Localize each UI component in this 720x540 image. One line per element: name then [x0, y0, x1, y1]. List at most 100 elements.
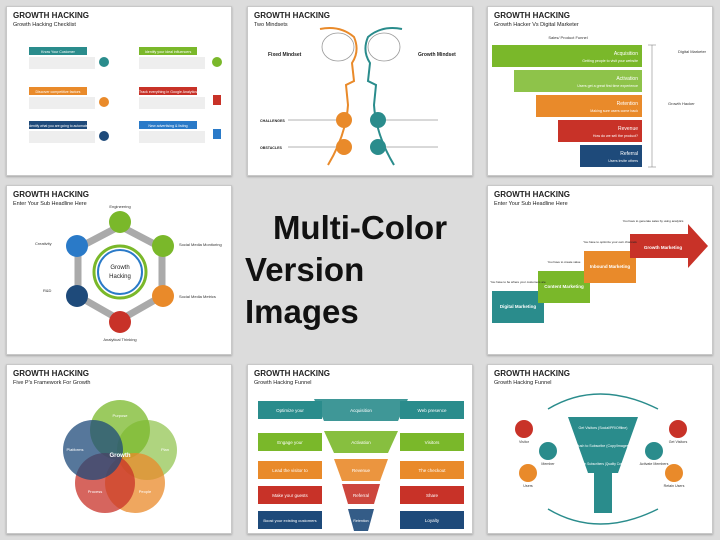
slide-subtitle: Two Mindsets	[254, 22, 288, 28]
slide-title: GROWTH HACKING	[254, 11, 330, 20]
mindsets-graphic: Fixed Mindset Growth Mindset CHALLENGES …	[260, 27, 456, 166]
slide-five-ps[interactable]: GROWTH HACKING Five P's Framework For Gr…	[6, 364, 232, 534]
slide-title: GROWTH HACKING	[13, 11, 89, 20]
aarrr-desc: Making sure users come back	[590, 109, 638, 113]
role-label: Users	[523, 484, 533, 488]
venn-diagram: Growth Purpose Plan People Process Platf…	[63, 400, 177, 513]
hex-node-label: Analytical Thinking	[103, 337, 136, 342]
funnel-right: The checkout	[418, 468, 446, 473]
step-label: Inbound Marketing	[590, 264, 630, 269]
checklist-item: New advertising & listing	[148, 124, 187, 128]
hex-center-text: Growth	[110, 265, 129, 271]
slide-marketing-steps[interactable]: GROWTH HACKING Enter Your Sub Headline H…	[487, 185, 713, 355]
aarrr-label: Revenue	[618, 126, 638, 132]
funnel-right: Loyalty	[425, 518, 440, 523]
center-title-line: Multi-Color	[272, 209, 448, 246]
aarrr-desc: Users get a great first time experience	[577, 84, 638, 88]
role-label: Visitor	[519, 440, 530, 444]
step-note: You have to create value	[548, 260, 581, 264]
slide-subtitle: Growth Hacking Funnel	[494, 380, 552, 386]
slide-growth-hexagon[interactable]: GROWTH HACKING Enter Your Sub Headline H…	[6, 185, 232, 355]
funnel-stage: Retain Subscribers (Quality Content)	[577, 462, 629, 466]
venn-circle-label: Plan	[161, 447, 169, 452]
aarrr-desc: Users invite others	[608, 159, 638, 163]
hex-node-label: Social Media Monitoring	[179, 242, 222, 247]
slide-subtitle: Growth Hacking Checklist	[13, 22, 76, 28]
center-title-line: Version Images	[245, 251, 365, 330]
hexagon-diagram: Growth Hacking Engineering Social Media …	[35, 204, 222, 342]
slide-checklist[interactable]: GROWTH HACKING Growth Hacking Checklist	[6, 6, 232, 176]
venn-center-label: Growth	[110, 453, 131, 459]
challenges-label: CHALLENGES	[260, 119, 285, 123]
checklist-item: Identify your ideal influencers	[145, 50, 192, 54]
slide-funnel-cycle[interactable]: GROWTH HACKING Growth Hacking Funnel Get…	[487, 364, 713, 534]
checklist-item: Know Your Customer	[41, 50, 76, 54]
aarrr-desc: Getting people to visit your website	[582, 59, 638, 63]
role-label: Retain Users	[664, 484, 685, 488]
slide-growth-funnel[interactable]: GROWTH HACKING Growth Hacking Funnel Opt…	[247, 364, 473, 534]
slide-title: GROWTH HACKING	[13, 369, 89, 378]
aarrr-desc: How do we sell the product?	[593, 134, 638, 138]
step-label: Growth Marketing	[644, 245, 683, 250]
checklist-item: Discover competitive factors	[36, 90, 81, 94]
slide-subtitle: Growth Hacking Funnel	[254, 380, 312, 386]
step-note: You have to be where your customers are	[490, 280, 546, 284]
funnel-stage: Push to Subscribe (Copy/Images)	[576, 444, 630, 448]
slide-title: GROWTH HACKING	[13, 190, 89, 199]
funnel-mid: Activation	[351, 440, 371, 445]
role-label: Member	[541, 462, 555, 466]
aarrr-bars: Sales/ Product Funnel Acquisition Gettin…	[492, 35, 707, 168]
funnel-right: Share	[426, 493, 439, 498]
center-title: Multi-Color Version Images	[245, 185, 475, 355]
venn-circle-label: People	[139, 489, 152, 494]
steps-graphic: Digital Marketing Content Marketing Inbo…	[490, 219, 708, 323]
funnel-rows: Optimize your Acquisition Web presence E…	[258, 399, 464, 531]
aarrr-label: Referral	[620, 151, 638, 157]
slide-subtitle: Growth Hacker Vs Digital Marketer	[494, 22, 579, 28]
aarrr-label: Retention	[617, 101, 639, 107]
aarrr-label: Activation	[616, 76, 638, 82]
hex-node-label: Creativity	[35, 241, 52, 246]
slide-subtitle: Enter Your Sub Headline Here	[13, 201, 87, 207]
step-note: You have to generate sales by using anal…	[623, 219, 684, 223]
hex-node-label: R&D	[43, 288, 52, 293]
slide-title: GROWTH HACKING	[494, 369, 570, 378]
funnel-left: Lead the visitor to	[272, 468, 308, 473]
funnel-label: Sales/ Product Funnel	[548, 35, 587, 40]
slide-two-mindsets[interactable]: GROWTH HACKING Two Mindsets Fixed Mindse…	[247, 6, 473, 176]
fixed-mindset-label: Fixed Mindset	[268, 52, 302, 58]
funnel-left: Optimize your	[276, 408, 304, 413]
funnel-left: Make your guests	[272, 493, 308, 498]
hex-node-label: Social Media Metrics	[179, 294, 216, 299]
slide-title: GROWTH HACKING	[494, 190, 570, 199]
slide-subtitle: Enter Your Sub Headline Here	[494, 201, 568, 207]
funnel-mid: Referral	[353, 493, 369, 498]
slide-title: GROWTH HACKING	[494, 11, 570, 20]
role-label: Activate Members	[640, 462, 669, 466]
hex-center-text: Hacking	[109, 274, 131, 280]
growth-mindset-label: Growth Mindset	[418, 52, 456, 58]
checklist-item: Identify what you are going to automate	[28, 124, 87, 128]
venn-circle-label: Platforms	[67, 447, 84, 452]
funnel-mid: Acquisition	[350, 408, 372, 413]
funnel-left: Engage your	[277, 440, 303, 445]
funnel-right: Visitors	[425, 440, 440, 445]
slide-hacker-vs-marketer[interactable]: GROWTH HACKING Growth Hacker Vs Digital …	[487, 6, 713, 176]
step-label: Content Marketing	[544, 284, 584, 289]
funnel-stage: Get Visitors (Social/PR/Offline)	[579, 426, 628, 430]
funnel-left: Boost your existing customers	[263, 518, 316, 523]
slide-title: GROWTH HACKING	[254, 369, 330, 378]
hex-node-label: Engineering	[109, 204, 130, 209]
step-note: You have to optimize your own channels	[583, 240, 637, 244]
role-label: Get Visitors	[669, 440, 688, 444]
venn-circle-label: Process	[88, 489, 102, 494]
digital-marketer-label: Digital Marketer	[678, 49, 707, 54]
funnel-mid: Retention	[353, 519, 368, 523]
aarrr-label: Acquisition	[614, 51, 638, 57]
growth-hacker-label: Growth Hacker	[668, 101, 695, 106]
checklist-item: Track everything in Google Analytics	[139, 90, 197, 94]
funnel-right: Web presence	[418, 408, 447, 413]
funnel-cycle-graphic: Get Visitors (Social/PR/Offline) Push to…	[515, 393, 688, 525]
obstacles-label: OBSTACLES	[260, 146, 282, 150]
